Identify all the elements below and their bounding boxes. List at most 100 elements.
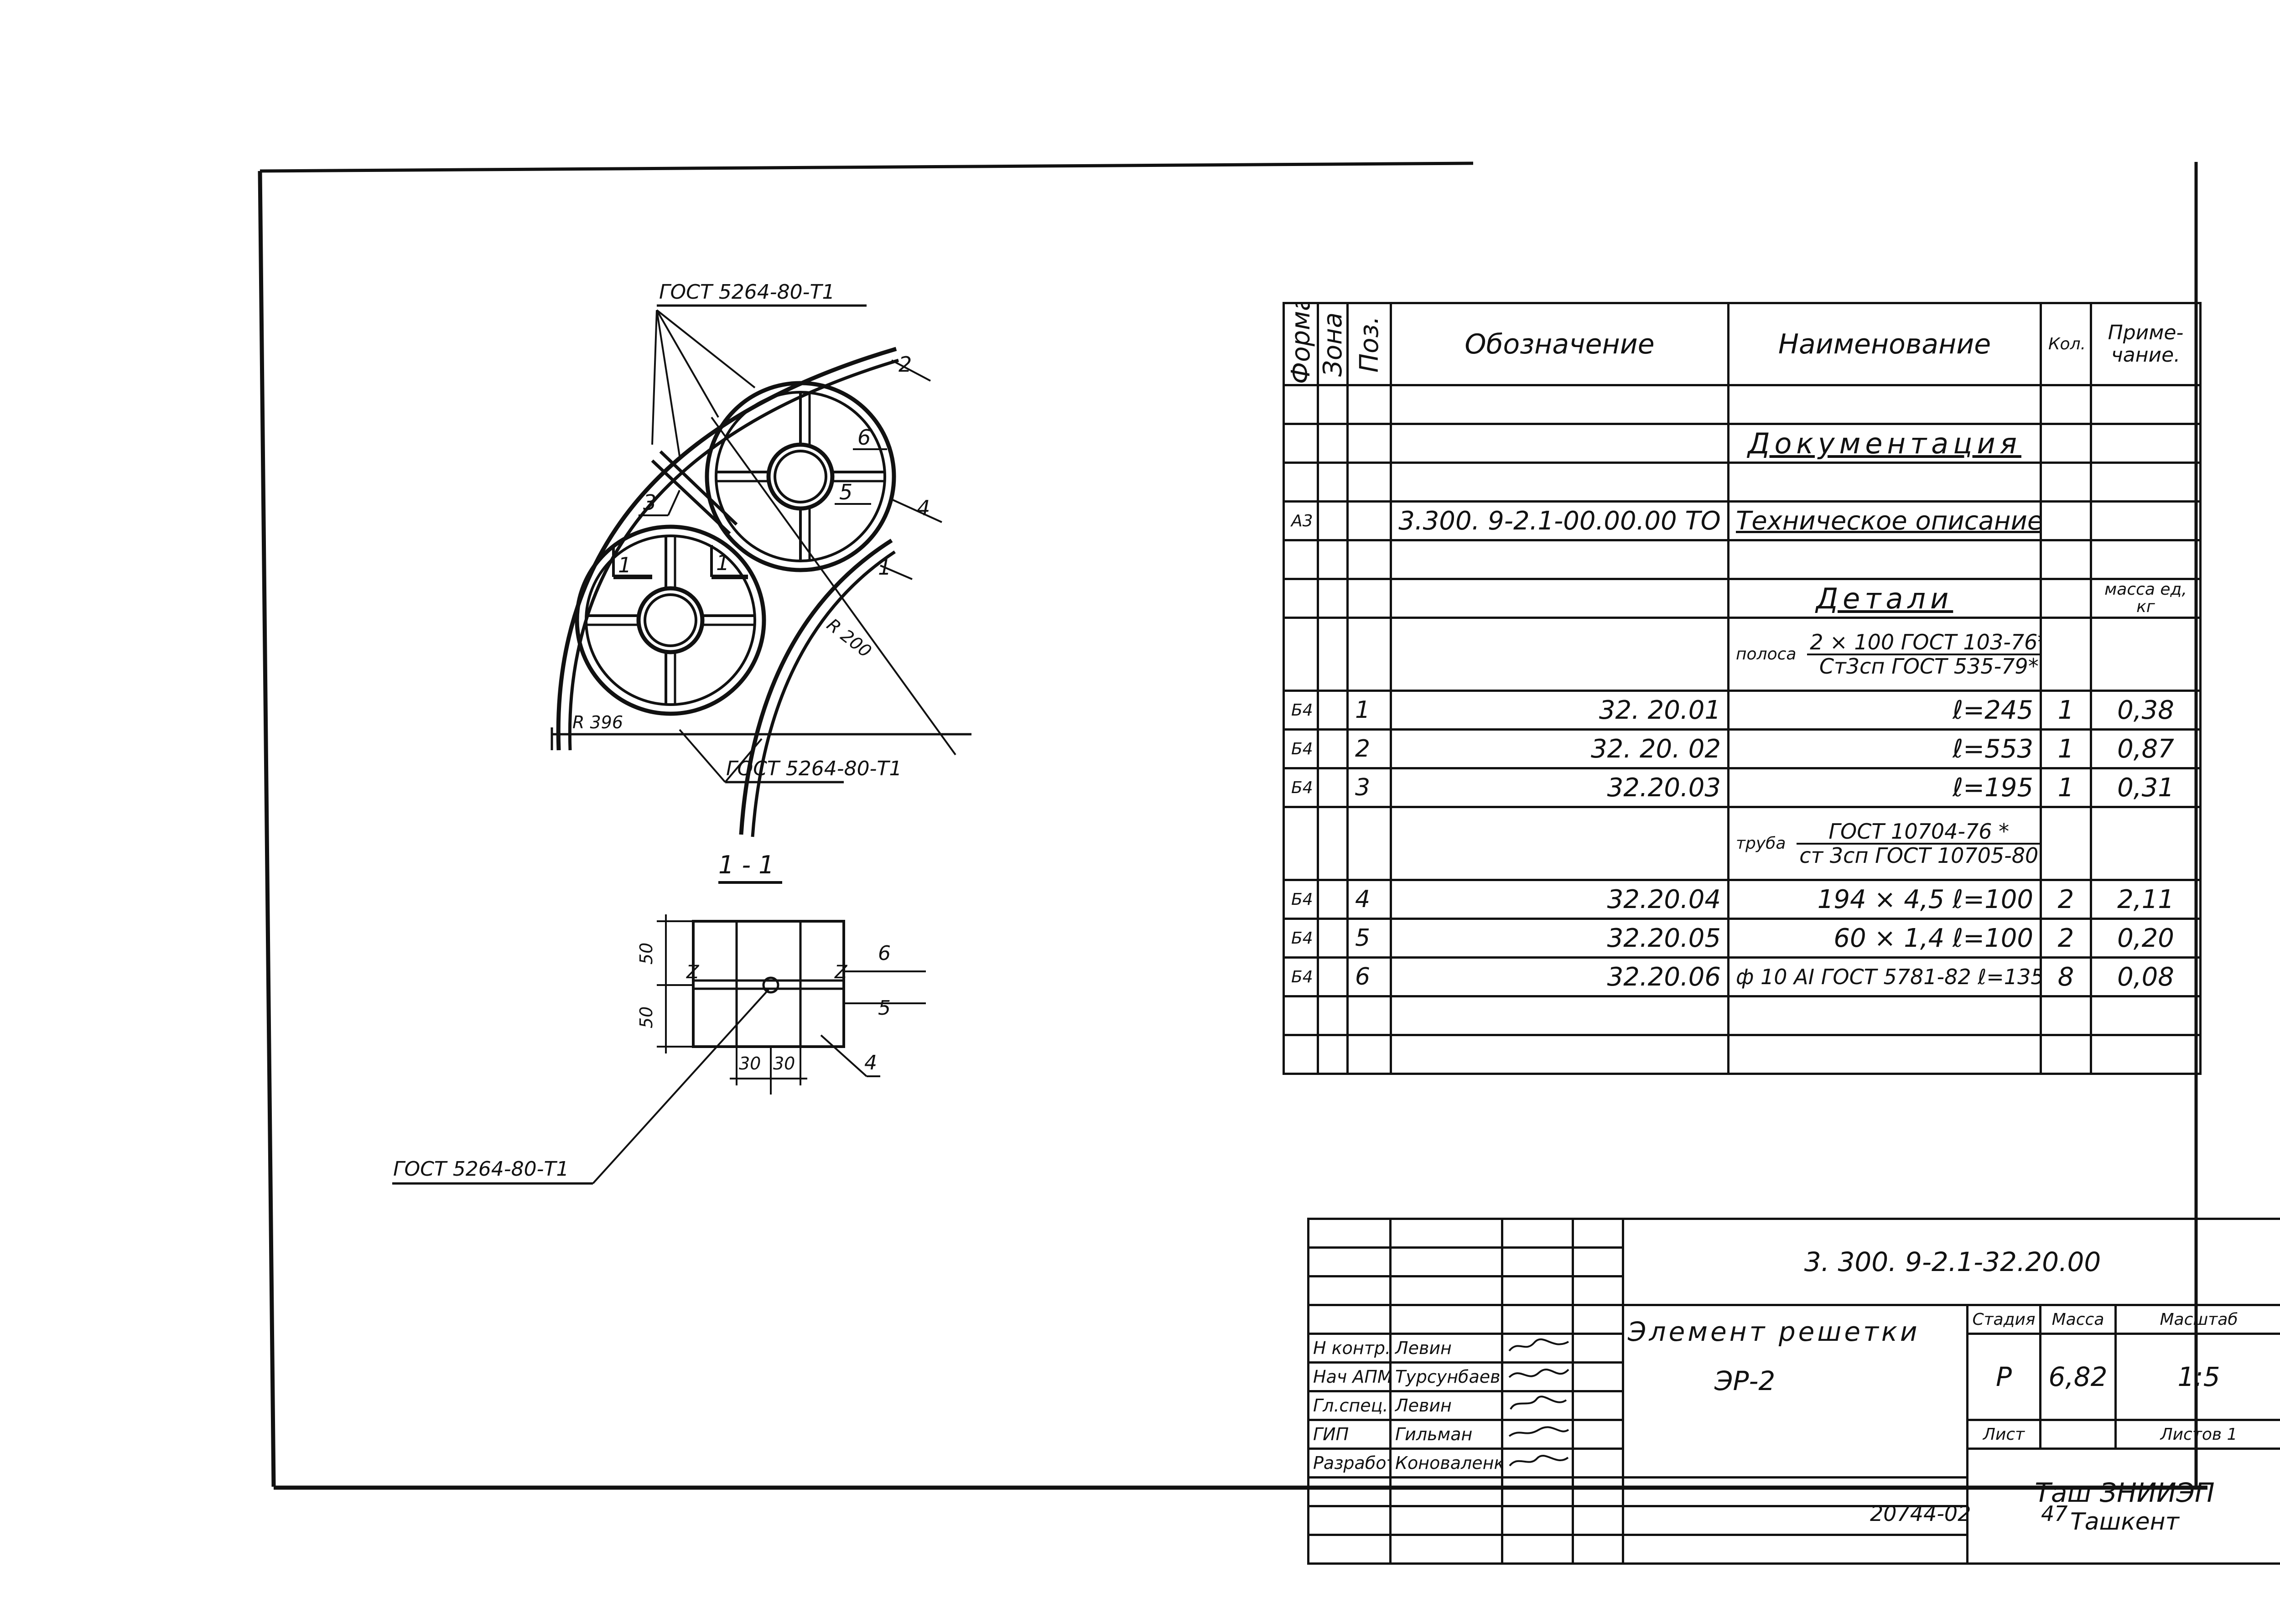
cut-marks <box>612 545 748 579</box>
role-4: Разработ <box>1307 1448 1392 1479</box>
callout-1: 1 <box>878 555 891 580</box>
header-designation: Обозначение <box>1390 302 1729 386</box>
section-dim-left: 30 <box>739 1053 761 1074</box>
signature-mark <box>1508 1368 1569 1378</box>
signature-3 <box>1501 1419 1574 1450</box>
header-zone: Зона <box>1318 303 1348 385</box>
scale-label: Масштаб <box>2114 1304 2280 1335</box>
spec-pipe-row: труба ГОСТ 10704-76 * ст 3сп ГОСТ 10705-… <box>1283 806 2202 881</box>
spec-empty-row <box>1283 384 2202 425</box>
section-documentation: Документация <box>1727 423 2042 464</box>
title-block: 3. 300. 9-2.1-32.20.00 Элемент решетки Э… <box>1307 1218 2280 1565</box>
stage-label: Стадия <box>1966 1304 2041 1335</box>
signature-1 <box>1501 1361 1574 1392</box>
pipe-standard: ГОСТ 10704-76 * <box>1797 820 2039 845</box>
radius-outer-label: R 396 <box>572 712 623 732</box>
doc-format: А3 <box>1283 500 1319 541</box>
role-2: Гл.спец. <box>1307 1390 1392 1421</box>
spec-doc-row: А3 3.300. 9-2.1-00.00.00 ТО Техническое … <box>1283 500 2202 541</box>
section-dim-lower: 50 <box>636 1007 656 1028</box>
scale-value: 1:5 <box>2114 1333 2280 1421</box>
signature-2 <box>1501 1390 1574 1421</box>
upper-pipe-ring <box>705 381 896 572</box>
specification-table: Формат Зона Поз. Обозначение Наименовани… <box>1283 302 2202 1075</box>
doc-designation: 3.300. 9-2.1-00.00.00 ТО <box>1390 500 1729 541</box>
radius-dimensions <box>551 416 971 756</box>
callout-2: 2 <box>898 352 912 377</box>
name-3: Гильман <box>1389 1419 1503 1450</box>
radius-inner-label: R 200 <box>823 614 875 661</box>
spec-empty-row <box>1283 1034 2202 1075</box>
spec-header-row: Формат Зона Поз. Обозначение Наименовани… <box>1283 302 2202 386</box>
drawing-subtitle: ЭР-2 <box>1714 1365 1776 1396</box>
strip-profile: 2 × 100 ГОСТ 103-76* <box>1807 631 2039 655</box>
spec-empty-row <box>1283 995 2202 1036</box>
sheet-label: Лист <box>1966 1419 2041 1450</box>
lower-pipe-ring <box>575 524 766 716</box>
doc-code: 3. 300. 9-2.1-32.20.00 <box>1621 1218 2280 1306</box>
sheets-label: Листов 1 <box>2114 1419 2280 1450</box>
section-callout-6: 6 <box>878 942 891 965</box>
pipe-prefix: труба <box>1736 834 1786 853</box>
spec-item-row: Б4 1 32. 20.01 ℓ=245 1 0,38 <box>1283 690 2202 731</box>
weld-mark-right: Z <box>834 962 848 983</box>
spec-item-row: Б4 3 32.20.03 ℓ=195 1 0,31 <box>1283 767 2202 808</box>
header-pos: Поз. <box>1347 303 1391 385</box>
signature-mark <box>1509 1454 1569 1466</box>
section-callout-4: 4 <box>864 1051 877 1074</box>
header-qty: Кол. <box>2040 302 2092 386</box>
doc-name: Техническое описание <box>1727 500 2042 541</box>
section-view: 1 - 1 50 50 30 30 6 5 4 Z Z <box>636 851 926 1095</box>
mass-label: Масса <box>2039 1304 2117 1335</box>
cut-mark-right: 1 <box>716 550 729 575</box>
gost-label-middle: ГОСТ 5264-80-Т1 <box>726 757 902 780</box>
name-2: Левин <box>1389 1390 1503 1421</box>
pipe-steel: ст 3сп ГОСТ 10705-80 <box>1799 843 2039 868</box>
spec-empty-row <box>1283 462 2202 503</box>
signature-mark <box>1510 1395 1567 1410</box>
weld-leader-bottom: ГОСТ 5264-80-Т1 <box>392 989 769 1185</box>
weld-leaders-middle <box>679 729 844 783</box>
callout-6: 6 <box>857 425 871 450</box>
role-0: Н контр. <box>1307 1333 1392 1364</box>
signature-0 <box>1501 1333 1574 1364</box>
spec-section-details: Детали масса ед, кг <box>1283 578 2202 619</box>
section-dim-right: 30 <box>773 1053 795 1074</box>
spec-section-docs: Документация <box>1283 423 2202 464</box>
spec-empty-row <box>1283 539 2202 580</box>
strip-prefix: полоса <box>1736 645 1797 664</box>
callout-leaders <box>639 359 942 580</box>
spec-item-row: Б4 4 32.20.04 194 × 4,5 ℓ=100 2 2,11 <box>1283 879 2202 920</box>
section-details: Детали <box>1727 578 2042 619</box>
organization-city: Ташкент <box>2070 1508 2179 1536</box>
callout-4: 4 <box>917 496 930 520</box>
gost-label-bottom: ГОСТ 5264-80-Т1 <box>393 1157 569 1181</box>
plan-view: ГОСТ 5264-80-Т1 ГОСТ 5264-80-Т1 R 396 R … <box>551 280 971 837</box>
signature-mark <box>1508 1338 1569 1351</box>
weld-leaders-top <box>651 304 867 457</box>
mass-note: масса ед, кг <box>2090 578 2202 619</box>
section-callout-5: 5 <box>878 996 891 1020</box>
signature-4 <box>1501 1448 1574 1479</box>
pipe-material: труба ГОСТ 10704-76 * ст 3сп ГОСТ 10705-… <box>1727 806 2042 881</box>
strip-steel: Ст3сп ГОСТ 535-79* <box>1819 654 2039 679</box>
stage-value: Р <box>1966 1333 2041 1421</box>
spec-item-row: Б4 6 32.20.06 ф 10 АI ГОСТ 5781-82 ℓ=135… <box>1283 956 2202 997</box>
cut-mark-left: 1 <box>618 553 631 577</box>
name-0: Левин <box>1389 1333 1503 1364</box>
organization-name: Таш ЗНИИЭП <box>2035 1477 2215 1508</box>
organization-cell: Таш ЗНИИЭП Ташкент <box>1966 1448 2280 1565</box>
drawing-title: Элемент решетки <box>1628 1316 1920 1347</box>
name-4: Коноваленко <box>1389 1448 1503 1479</box>
signature-mark <box>1508 1426 1569 1437</box>
mass-value: 6,82 <box>2039 1333 2117 1421</box>
gost-label-top: ГОСТ 5264-80-Т1 <box>659 280 835 304</box>
section-dim-upper: 50 <box>636 943 656 965</box>
strip-material: полоса 2 × 100 ГОСТ 103-76* Ст3сп ГОСТ 5… <box>1727 617 2042 692</box>
title-cell: Элемент решетки ЭР-2 <box>1622 1304 1968 1479</box>
header-note: Приме-чание. <box>2090 302 2202 386</box>
spec-strip-row: полоса 2 × 100 ГОСТ 103-76* Ст3сп ГОСТ 5… <box>1283 617 2202 692</box>
name-1: Турсунбаева <box>1389 1361 1503 1392</box>
